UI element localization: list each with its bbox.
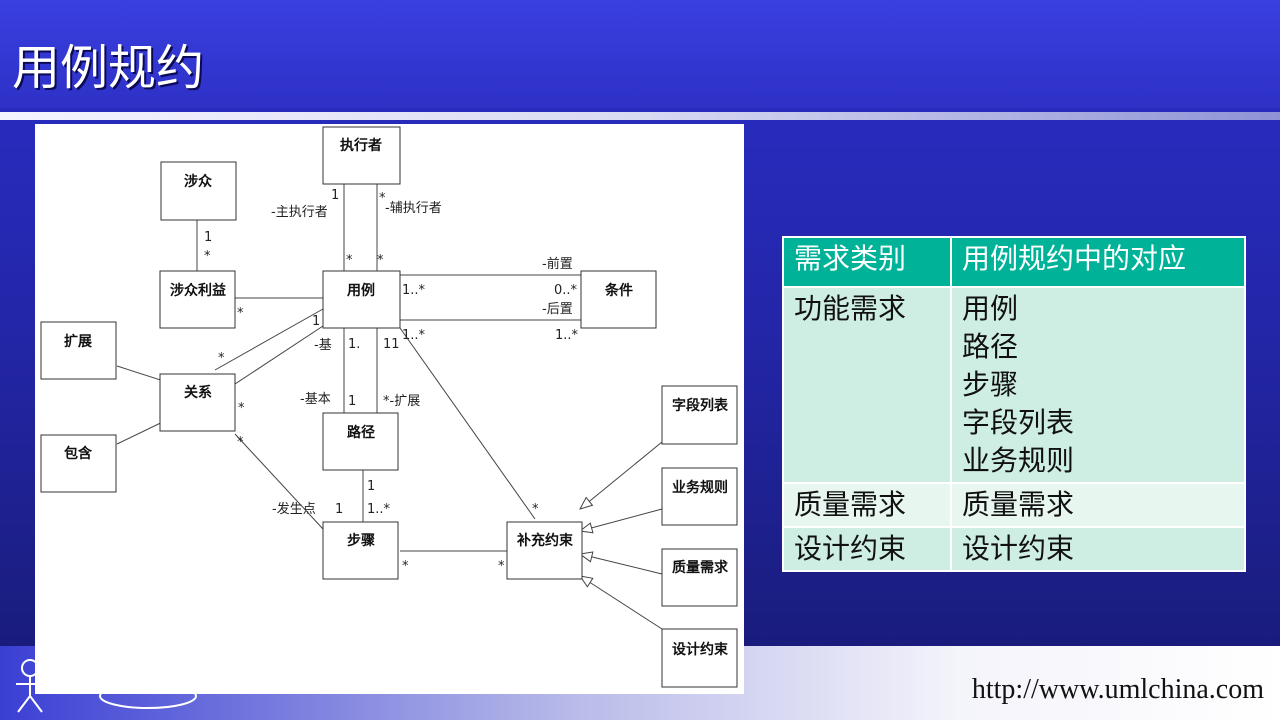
- svg-text:关系: 关系: [184, 384, 212, 401]
- svg-text:路径: 路径: [347, 424, 375, 441]
- association-lines: [196, 184, 581, 552]
- label-postcondition: -后置: [542, 302, 573, 317]
- site-url: http://www.umlchina.com: [971, 674, 1264, 705]
- mult-relation-uc-b: *: [238, 401, 245, 416]
- svg-text:设计约束: 设计约束: [672, 641, 729, 658]
- header-category: 需求类别: [782, 236, 952, 288]
- mapping-item: 步骤: [962, 368, 1019, 401]
- mult-path-step: 1: [367, 479, 375, 494]
- mult-relation-step: *: [237, 435, 244, 450]
- svg-text:包含: 包含: [64, 445, 93, 462]
- uml-diagram-svg: 执行者 涉众 涉众利益 用例 条件 扩展 关系 包含: [40, 126, 738, 688]
- mult-uc-relation: 1: [312, 314, 320, 329]
- svg-text:条件: 条件: [604, 282, 633, 299]
- svg-text:扩展: 扩展: [64, 333, 92, 350]
- mult-path-basic: 1: [348, 394, 356, 409]
- svg-text:补充约束: 补充约束: [516, 532, 574, 549]
- uml-box-include: 包含: [40, 434, 117, 493]
- label-primary-actor: -主执行者: [271, 205, 328, 220]
- mult-interest-uc: *: [237, 306, 244, 321]
- title-rule: [0, 112, 1280, 120]
- row-mapping: 设计约束: [950, 526, 1246, 572]
- mult-step-supplement: *: [402, 559, 409, 574]
- svg-text:业务规则: 业务规则: [672, 479, 728, 496]
- mult-condition-pre: 0..*: [554, 283, 578, 298]
- mult-condition-post: 1..*: [555, 328, 579, 343]
- mult-uc-condition: 1..*: [402, 283, 426, 298]
- uml-box-condition: 条件: [580, 270, 657, 329]
- svg-text:涉众利益: 涉众利益: [170, 282, 226, 299]
- uml-box-design-constraint: 设计约束: [661, 628, 738, 688]
- svg-text:执行者: 执行者: [340, 137, 382, 154]
- mapping-item: 字段列表: [962, 406, 1075, 439]
- label-base: -基: [314, 338, 332, 353]
- row-category: 设计约束: [782, 526, 952, 572]
- table-row: 功能需求 用例 路径 步骤 字段列表 业务规则: [782, 286, 1246, 484]
- title-bar: [0, 0, 1280, 108]
- table-row: 设计约束 设计约束: [782, 526, 1246, 572]
- label-secondary-actor: -辅执行者: [385, 201, 442, 216]
- mapping-item: 质量需求: [962, 488, 1075, 521]
- svg-text:涉众: 涉众: [184, 173, 212, 190]
- slide-title: 用例规约: [12, 40, 205, 96]
- uml-box-business-rule: 业务规则: [661, 467, 738, 526]
- label-precondition: -前置: [542, 256, 573, 272]
- label-trigger-point: -发生点: [272, 501, 316, 517]
- svg-text:用例: 用例: [347, 282, 375, 299]
- row-category: 质量需求: [782, 482, 952, 528]
- header-mapping: 用例规约中的对应: [950, 236, 1246, 288]
- mult-supplement-step: *: [498, 559, 505, 574]
- row-mapping: 质量需求: [950, 482, 1246, 528]
- mult-actor-secondary: *: [379, 191, 386, 206]
- mult-uc-supplement: 1..*: [402, 328, 426, 343]
- mult-uc-path-ext: 11: [383, 337, 400, 352]
- uml-box-quality-requirement: 质量需求: [661, 548, 738, 607]
- mapping-item: 业务规则: [962, 444, 1075, 477]
- uml-box-extend: 扩展: [40, 321, 117, 380]
- mult-uc-primary: *: [346, 253, 353, 268]
- label-extension: *-扩展: [383, 394, 420, 409]
- table-header-row: 需求类别 用例规约中的对应: [782, 236, 1246, 288]
- svg-text:字段列表: 字段列表: [672, 397, 729, 414]
- uml-box-supplementary-constraint: 补充约束: [506, 521, 583, 580]
- mult-stakeholder: 1: [204, 230, 212, 245]
- mult-actor-primary: 1: [331, 188, 339, 203]
- row-mapping: 用例 路径 步骤 字段列表 业务规则: [950, 286, 1246, 484]
- uml-box-stakeholder-interest: 涉众利益: [159, 270, 236, 329]
- mult-stakeholder-interest: *: [204, 249, 211, 264]
- mapping-item: 设计约束: [962, 532, 1075, 565]
- uml-box-path: 路径: [322, 412, 399, 471]
- uml-box-relation: 关系: [159, 373, 236, 432]
- mult-relation-uc-a: *: [218, 351, 225, 366]
- mult-step-trigger: 1: [335, 502, 343, 517]
- svg-text:步骤: 步骤: [347, 532, 375, 549]
- mult-supplement-uc: *: [532, 502, 539, 517]
- uml-box-field-list: 字段列表: [661, 385, 738, 445]
- uml-box-use-case: 用例: [322, 270, 401, 329]
- table-row: 质量需求 质量需求: [782, 482, 1246, 528]
- svg-text:质量需求: 质量需求: [672, 559, 729, 576]
- row-category: 功能需求: [782, 286, 952, 484]
- label-basic: -基本: [300, 392, 331, 407]
- mapping-item: 用例: [962, 292, 1019, 325]
- mult-uc-secondary: *: [377, 253, 384, 268]
- uml-diagram: 执行者 涉众 涉众利益 用例 条件 扩展 关系 包含: [35, 124, 744, 694]
- mult-uc-path-basic: 1.: [348, 337, 360, 352]
- mapping-item: 路径: [962, 330, 1019, 363]
- uml-box-stakeholder: 涉众: [160, 161, 237, 221]
- uml-box-step: 步骤: [322, 521, 399, 580]
- uml-box-actor: 执行者: [322, 126, 401, 185]
- requirement-mapping-table: 需求类别 用例规约中的对应 功能需求 用例 路径 步骤 字段列表 业务规则 质量…: [782, 236, 1246, 572]
- mult-step-path: 1..*: [367, 502, 391, 517]
